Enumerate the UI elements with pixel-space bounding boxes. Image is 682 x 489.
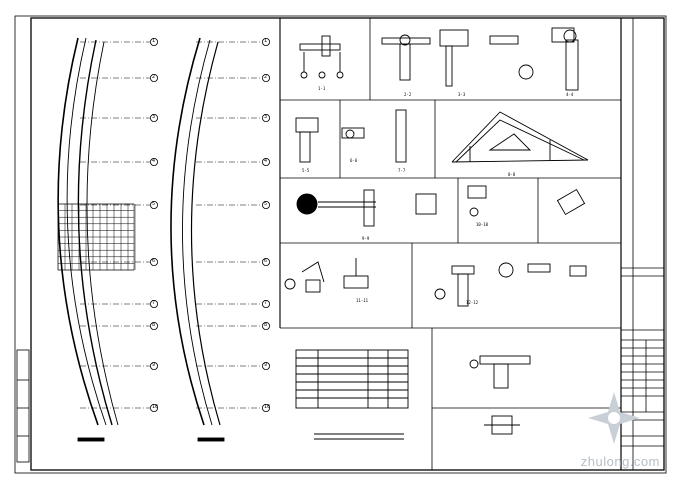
arch-plan-left (57, 37, 119, 426)
axis-bubble-label: 3 (152, 114, 156, 120)
axis-bubble-label: 5 (264, 201, 268, 207)
outer-frame (14, 15, 667, 474)
axis-bubble-label: 7 (264, 300, 268, 306)
axis-bubble-label: 2 (264, 74, 268, 80)
section-label: 8-8 (508, 172, 516, 177)
axis-bubble-label: 9 (264, 362, 268, 368)
axis-bubble-label: 6 (152, 258, 156, 264)
section-label: 3-3 (458, 92, 466, 97)
axis-bubble-label: 4 (264, 158, 268, 164)
axis-bubble-label: 10 (264, 404, 271, 410)
section-label: 9-9 (362, 236, 370, 241)
detail-sketches (77, 27, 589, 442)
axis-bubble-label: 1 (152, 38, 156, 44)
axis-bubble-label: 8 (152, 322, 156, 328)
axis-bubble-label: 2 (152, 74, 156, 80)
section-label: 12-12 (466, 300, 479, 305)
axis-bubble-label: 1 (264, 38, 268, 44)
axis-bubble-label: 9 (152, 362, 156, 368)
watermark-text: zhulong.com (580, 454, 660, 469)
section-label: 1-1 (318, 86, 326, 91)
section-label: 4-4 (566, 92, 574, 97)
section-label: 6-6 (350, 158, 358, 163)
axis-bubble-label: 3 (264, 114, 268, 120)
arch-plan-right (170, 37, 221, 426)
section-label: 2-2 (404, 92, 412, 97)
section-label: 5-5 (302, 168, 310, 173)
axis-bubble-label: 8 (264, 322, 268, 328)
section-label: 10-10 (476, 222, 489, 227)
axis-bubble-label: 4 (152, 158, 156, 164)
axis-bubble-label: 7 (152, 300, 156, 306)
axis-bubble-label: 5 (152, 201, 156, 207)
axis-bubble-label: 6 (264, 258, 268, 264)
section-label: 7-7 (398, 168, 406, 173)
axis-bubble-label: 10 (152, 404, 159, 410)
section-label: 11-11 (356, 298, 369, 303)
inner-frame (30, 17, 665, 471)
